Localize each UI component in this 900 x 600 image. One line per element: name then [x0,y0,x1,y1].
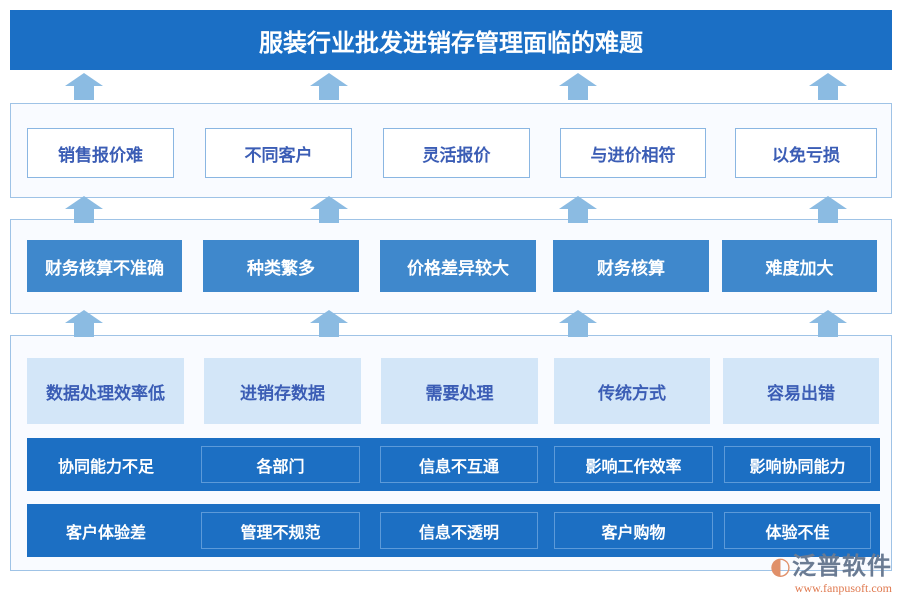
up-arrow-icon [65,310,103,337]
up-arrow-icon [809,196,847,223]
up-arrow-icon [809,310,847,337]
up-arrow-icon [809,73,847,100]
light-box: 容易出错 [723,358,879,424]
row-item: 信息不互通 [380,446,538,483]
up-arrow-icon [65,196,103,223]
top-box: 销售报价难 [27,128,174,178]
middle-box: 价格差异较大 [380,240,536,292]
row-item: 体验不佳 [724,512,871,549]
logo-name: 泛普软件 [792,552,892,580]
logo-url: www.fanpusoft.com [794,581,892,595]
up-arrow-icon [310,73,348,100]
light-box: 数据处理效率低 [27,358,184,424]
light-box: 进销存数据 [204,358,361,424]
up-arrow-icon [559,73,597,100]
middle-box: 种类繁多 [203,240,359,292]
page-title: 服装行业批发进销存管理面临的难题 [10,10,892,70]
up-arrow-icon [310,196,348,223]
top-box: 与进价相符 [560,128,706,178]
middle-box: 难度加大 [722,240,877,292]
logo-icon: ◐ [770,552,792,580]
row-item: 客户购物 [554,512,713,549]
row-label: 协同能力不足 [57,456,154,476]
row-item: 影响协同能力 [724,446,871,483]
up-arrow-icon [559,310,597,337]
coop-row: 协同能力不足 各部门 信息不互通 影响工作效率 影响协同能力 [27,438,880,491]
top-box: 灵活报价 [383,128,530,178]
middle-box: 财务核算 [553,240,709,292]
logo: ◐泛普软件 www.fanpusoft.com [770,546,892,596]
up-arrow-icon [310,310,348,337]
middle-box: 财务核算不准确 [27,240,182,292]
up-arrow-icon [559,196,597,223]
row-item: 管理不规范 [201,512,360,549]
light-box: 需要处理 [381,358,538,424]
row-label: 客户体验差 [65,522,146,542]
customer-row: 客户体验差 管理不规范 信息不透明 客户购物 体验不佳 [27,504,880,557]
row-item: 信息不透明 [380,512,538,549]
row-item: 影响工作效率 [554,446,713,483]
row-item: 各部门 [201,446,360,483]
top-box: 不同客户 [205,128,352,178]
light-box: 传统方式 [554,358,710,424]
up-arrow-icon [65,73,103,100]
top-box: 以免亏损 [735,128,877,178]
